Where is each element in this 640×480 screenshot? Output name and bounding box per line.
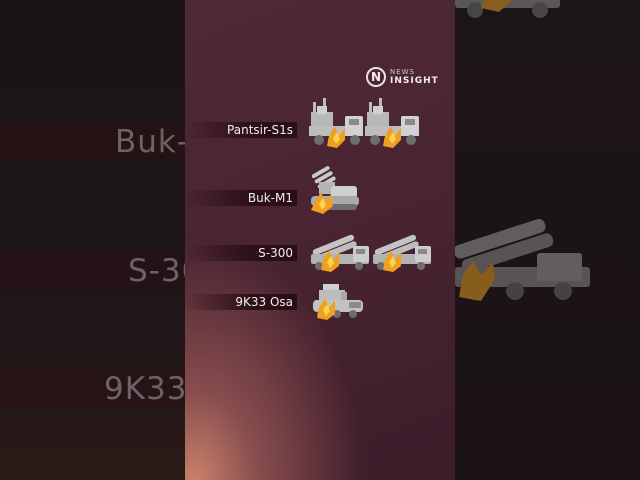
system-row-s300: S-300 <box>185 226 455 286</box>
ghost-band <box>0 123 185 161</box>
background-left-blur: Buk- S-30 9K33 <box>0 0 185 480</box>
ghost-label: S-30 <box>128 253 185 289</box>
background-right-blur <box>455 0 640 480</box>
osa-vehicle-icon <box>313 284 363 320</box>
ghost-label: 9K33 <box>104 371 185 407</box>
logo-text: NEWS INSIGHT <box>390 68 439 86</box>
ghost-band <box>0 252 185 290</box>
pantsir-vehicle-icon <box>365 98 419 148</box>
label-band: 9K33 Osa <box>185 294 297 310</box>
vehicle-icons <box>309 228 433 274</box>
system-label: Buk-M1 <box>247 191 293 205</box>
s300-vehicle-icon <box>373 234 431 272</box>
vehicle-icons <box>309 160 365 218</box>
label-band: S-300 <box>185 245 297 261</box>
main-panel: N NEWS INSIGHT Pantsir-S1s <box>185 0 455 480</box>
pantsir-vehicle-icon <box>309 98 363 148</box>
ghost-label: Buk- <box>115 124 185 160</box>
logo-news-text: NEWS <box>390 68 416 76</box>
ghost-vehicle-icon <box>455 0 560 18</box>
logo-mark: N <box>366 67 386 87</box>
system-label: S-300 <box>258 246 293 260</box>
vehicle-icons <box>309 96 421 154</box>
system-row-pantsir: Pantsir-S1s <box>185 96 455 156</box>
system-row-buk: Buk-M1 <box>185 160 455 220</box>
system-row-osa: 9K33 Osa <box>185 278 455 328</box>
label-band: Pantsir-S1s <box>185 122 297 138</box>
system-label: 9K33 Osa <box>235 295 293 309</box>
logo-insight-text: INSIGHT <box>390 76 439 86</box>
ghost-s300-icon <box>455 219 590 301</box>
s300-vehicle-icon <box>311 234 369 272</box>
vehicle-icons <box>309 280 369 324</box>
ghost-band <box>0 370 185 408</box>
system-label: Pantsir-S1s <box>227 123 293 137</box>
label-band: Buk-M1 <box>185 190 297 206</box>
buk-vehicle-icon <box>311 166 359 214</box>
news-insight-logo: N NEWS INSIGHT <box>366 67 439 87</box>
